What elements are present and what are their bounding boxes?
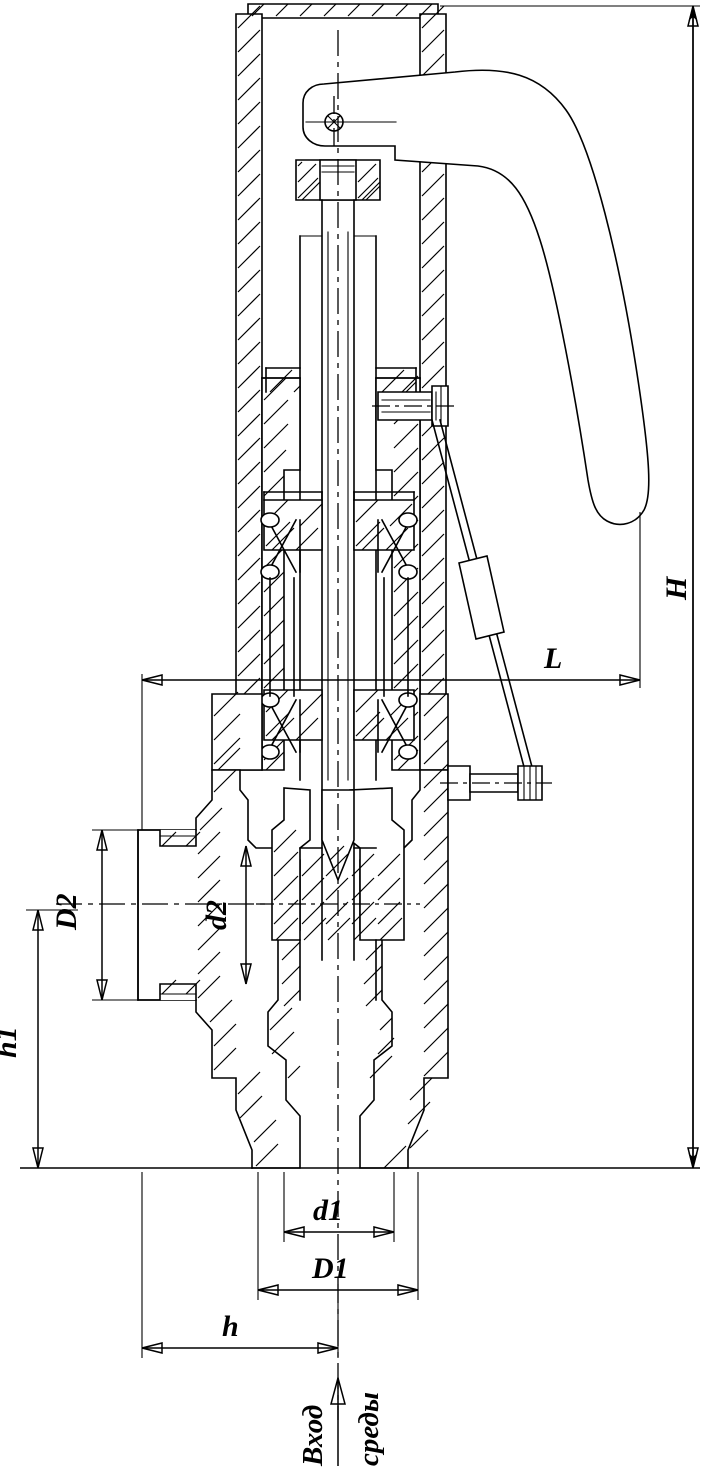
- adjusting-screw: [295, 159, 381, 201]
- turnbuckle-rod: [431, 419, 537, 783]
- lower-adjust-screw: [440, 765, 552, 801]
- dimension-d1: d1: [283, 1172, 395, 1242]
- dimension-label-D1: D1: [311, 1252, 349, 1285]
- inlet-flow-label-line2: среды: [353, 1392, 385, 1466]
- dimension-label-d1: d1: [313, 1194, 343, 1227]
- dimension-label-D2: D2: [50, 893, 83, 931]
- lifting-lever[interactable]: [302, 69, 650, 526]
- dimension-label-h: h: [222, 1310, 239, 1343]
- dimension-h: h: [141, 1172, 339, 1358]
- inlet-flow-annotation: Вход среды: [297, 1375, 385, 1467]
- dimension-d2: d2: [200, 845, 252, 985]
- dimension-H: H: [440, 5, 700, 1169]
- disc-and-seat: [256, 787, 420, 1001]
- dimension-h1: h1: [0, 909, 78, 1169]
- body-hatching: [197, 691, 449, 1169]
- adjusting-ring-screw-upper: [372, 385, 456, 427]
- dimension-L: L: [141, 512, 641, 830]
- dimension-label-L: L: [543, 642, 562, 675]
- inlet-flow-label-line1: Вход: [297, 1405, 329, 1467]
- dimension-D2: D2: [50, 829, 140, 1001]
- dimension-label-h1: h1: [0, 1026, 23, 1058]
- bonnet: [261, 367, 421, 771]
- spring-assembly: [260, 491, 418, 760]
- outlet-flange: [137, 829, 201, 1001]
- spring: [260, 512, 301, 760]
- dimension-label-H: H: [660, 575, 693, 601]
- dimension-label-d2: d2: [200, 900, 233, 930]
